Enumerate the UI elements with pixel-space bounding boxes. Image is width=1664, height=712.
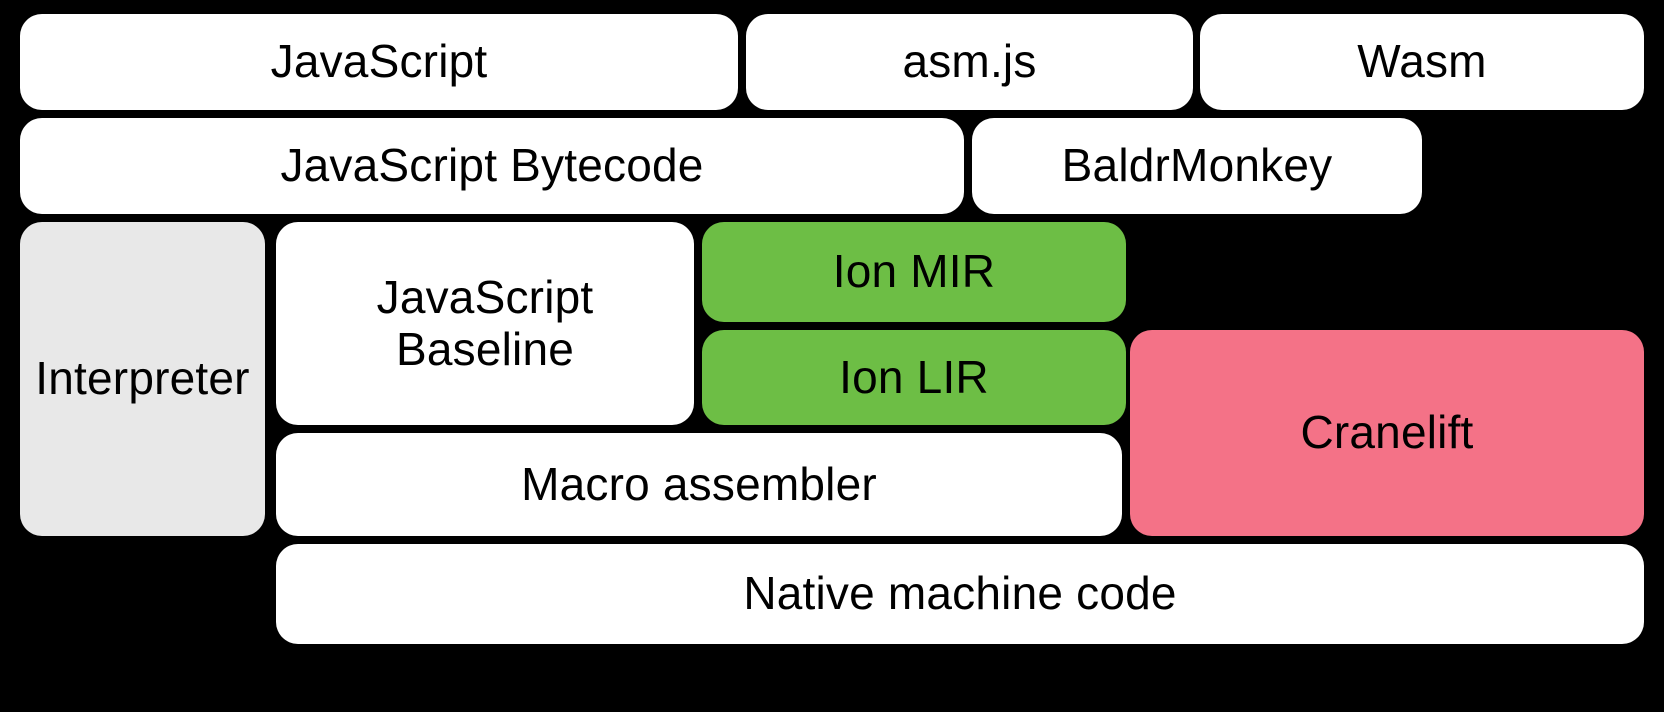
node-macro-assembler[interactable]: Macro assembler: [276, 433, 1122, 536]
node-interpreter[interactable]: Interpreter: [20, 222, 265, 536]
node-wasm[interactable]: Wasm: [1200, 14, 1644, 110]
node-javascript-bytecode[interactable]: JavaScript Bytecode: [20, 118, 964, 214]
node-cranelift[interactable]: Cranelift: [1130, 330, 1644, 536]
node-asm-js[interactable]: asm.js: [746, 14, 1193, 110]
node-native-machine-code[interactable]: Native machine code: [276, 544, 1644, 644]
node-baldrmonkey[interactable]: BaldrMonkey: [972, 118, 1422, 214]
node-ion-lir[interactable]: Ion LIR: [702, 330, 1126, 425]
node-javascript[interactable]: JavaScript: [20, 14, 738, 110]
node-ion-mir[interactable]: Ion MIR: [702, 222, 1126, 322]
node-javascript-baseline[interactable]: JavaScript Baseline: [276, 222, 694, 425]
